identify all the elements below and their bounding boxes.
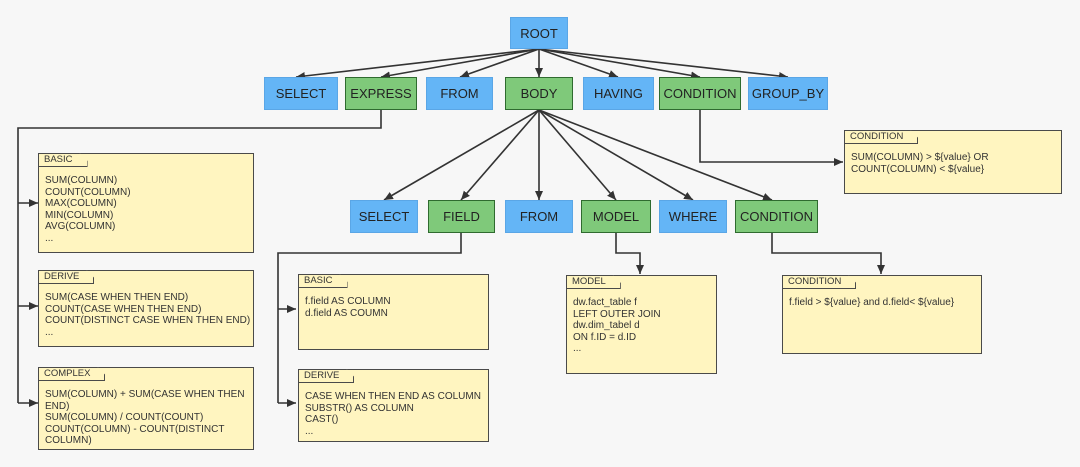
- note-line: COUNT(COLUMN) - COUNT(DISTINCT: [45, 423, 225, 435]
- note-title: COMPLEX: [38, 367, 105, 381]
- edge-body-where: [538, 109, 694, 201]
- note-line: LEFT OUTER JOIN: [573, 308, 661, 320]
- note-title: DERIVE: [298, 369, 354, 383]
- note-line: f.field AS COLUMN: [305, 296, 391, 307]
- note-line: COUNT(COLUMN) < ${value}: [851, 163, 985, 175]
- edge-root-having: [538, 48, 619, 78]
- node-body-model: MODEL: [581, 200, 651, 233]
- note-line: SUM(COLUMN) / COUNT(COUNT): [45, 412, 204, 424]
- note-condition-body: CONDITION f.field > ${value} and d.field…: [782, 275, 982, 354]
- note-lines: dw.fact_table f LEFT OUTER JOIN dw.dim_t…: [573, 297, 710, 355]
- note-line: SUM(COLUMN): [45, 175, 118, 186]
- edge-root-express: [380, 48, 540, 80]
- node-body-from: FROM: [505, 200, 573, 233]
- note-lines: SUM(COLUMN) + SUM(CASE WHEN THEN END) SU…: [45, 389, 247, 447]
- note-line: COUNT(CASE WHEN THEN END): [45, 303, 202, 315]
- note-lines: SUM(COLUMN) COUNT(COLUMN) MAX(COLUMN) MI…: [45, 175, 247, 245]
- edge-body-field: [460, 109, 540, 201]
- note-line: SUM(CASE WHEN THEN END): [45, 292, 189, 303]
- note-line: ...: [305, 425, 314, 437]
- note-line: MIN(COLUMN): [45, 209, 114, 221]
- note-lines: f.field AS COLUMN d.field AS COUMN: [305, 296, 482, 319]
- edge-field-notes: [277, 233, 462, 403]
- node-body-field: FIELD: [428, 200, 495, 233]
- note-express-complex: COMPLEX SUM(COLUMN) + SUM(CASE WHEN THEN…: [38, 367, 254, 450]
- edge-root-from: [459, 48, 540, 78]
- node-group-by: GROUP_BY: [748, 77, 828, 110]
- note-line: SUM(COLUMN) > ${value} OR: [851, 152, 989, 163]
- note-lines: SUM(CASE WHEN THEN END) COUNT(CASE WHEN …: [45, 292, 251, 338]
- edge-model-note: [615, 233, 644, 274]
- note-title: MODEL: [566, 275, 621, 289]
- note-line: ON f.ID = d.ID: [573, 331, 637, 343]
- note-field-basic: BASIC f.field AS COLUMN d.field AS COUMN: [298, 274, 489, 350]
- note-model: MODEL dw.fact_table f LEFT OUTER JOIN dw…: [566, 275, 717, 374]
- node-from: FROM: [426, 77, 493, 110]
- node-body: BODY: [505, 77, 573, 110]
- note-line: COUNT(DISTINCT CASE WHEN THEN END): [45, 315, 251, 327]
- note-line: d.field AS COUMN: [305, 307, 388, 319]
- edge-body-model: [538, 109, 617, 201]
- edge-root-condition: [538, 48, 701, 80]
- note-line: COLUMN): [45, 435, 92, 447]
- note-line: SUM(COLUMN) + SUM(CASE WHEN THEN: [45, 389, 245, 400]
- edge-condition-note: [699, 110, 843, 166]
- node-express: EXPRESS: [345, 77, 417, 110]
- note-express-basic: BASIC SUM(COLUMN) COUNT(COLUMN) MAX(COLU…: [38, 153, 254, 253]
- edge-bodycondition-note: [771, 233, 885, 274]
- note-title: DERIVE: [38, 270, 94, 284]
- note-express-derive: DERIVE SUM(CASE WHEN THEN END) COUNT(CAS…: [38, 270, 254, 347]
- note-title: CONDITION: [782, 275, 856, 289]
- note-line: dw.fact_table f: [573, 297, 637, 308]
- note-lines: CASE WHEN THEN END AS COLUMN SUBSTR() AS…: [305, 391, 482, 437]
- node-select: SELECT: [264, 77, 338, 110]
- node-having: HAVING: [583, 77, 654, 110]
- edge-express-notes: [17, 110, 382, 403]
- node-body-condition: CONDITION: [735, 200, 818, 233]
- note-line: ...: [45, 326, 54, 338]
- note-line: ...: [573, 343, 582, 355]
- note-title: BASIC: [38, 153, 88, 167]
- note-line: CASE WHEN THEN END AS COLUMN: [305, 391, 481, 402]
- note-line: COUNT(COLUMN): [45, 186, 131, 198]
- edge-body-select: [383, 109, 540, 201]
- note-line: SUBSTR() AS COLUMN: [305, 402, 414, 414]
- edge-body-condition: [538, 109, 773, 201]
- note-line: CAST(): [305, 414, 339, 426]
- edge-root-select: [295, 48, 540, 80]
- note-line: ...: [45, 232, 54, 244]
- note-lines: SUM(COLUMN) > ${value} OR COUNT(COLUMN) …: [851, 152, 1055, 175]
- note-line: dw.dim_tabel d: [573, 320, 640, 332]
- edge-root-groupby: [538, 48, 789, 80]
- node-body-where: WHERE: [659, 200, 727, 233]
- note-line: f.field > ${value} and d.field< ${value}: [789, 297, 955, 308]
- note-condition-top: CONDITION SUM(COLUMN) > ${value} OR COUN…: [844, 130, 1062, 194]
- node-condition: CONDITION: [659, 77, 741, 110]
- node-body-select: SELECT: [350, 200, 418, 233]
- note-line: MAX(COLUMN): [45, 198, 117, 210]
- note-title: BASIC: [298, 274, 348, 288]
- note-lines: f.field > ${value} and d.field< ${value}: [789, 297, 975, 309]
- note-line: END): [45, 400, 70, 412]
- note-field-derive: DERIVE CASE WHEN THEN END AS COLUMN SUBS…: [298, 369, 489, 442]
- note-title: CONDITION: [844, 130, 918, 144]
- note-line: AVG(COLUMN): [45, 221, 116, 233]
- node-root: ROOT: [510, 17, 568, 49]
